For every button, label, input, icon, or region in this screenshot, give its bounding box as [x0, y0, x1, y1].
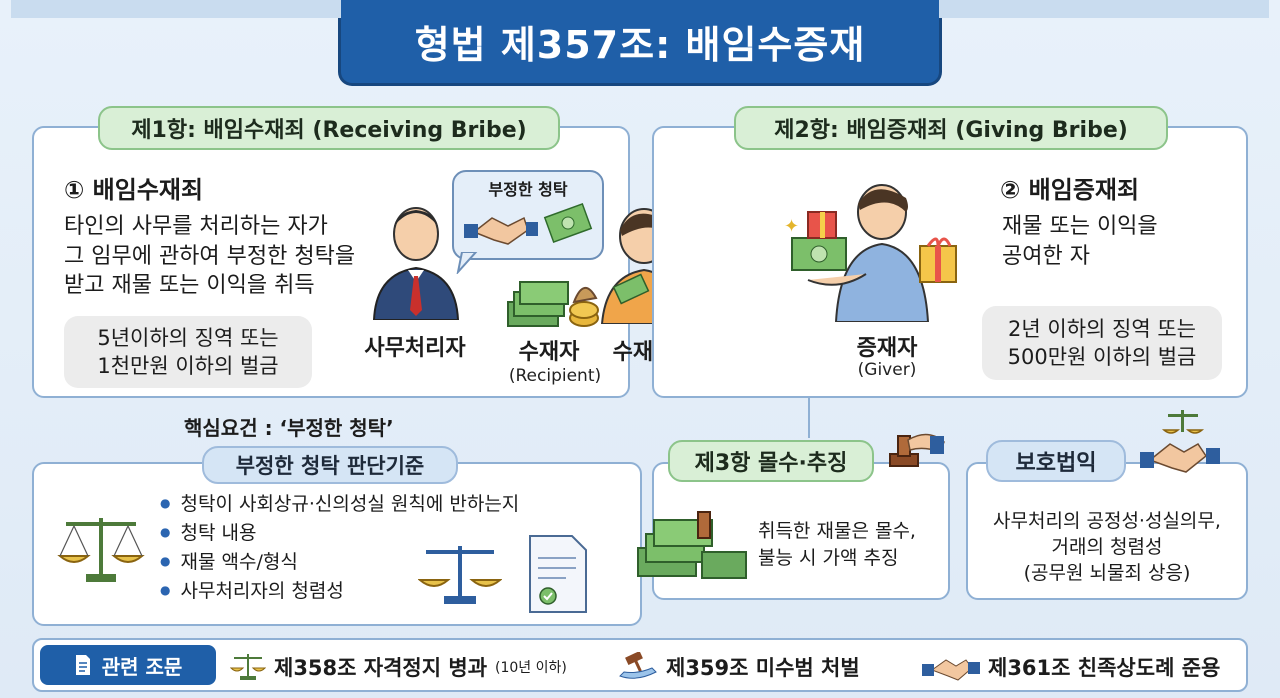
related-articles-bar: 관련 조문 제358조 자격정지 병과 (10년 이하) 제359조 미수범 처…: [32, 638, 1248, 692]
article-359-text: 제359조 미수범 처벌: [666, 656, 860, 680]
label-officer: 사무처리자: [364, 336, 466, 361]
money-stack-icon: [507, 281, 599, 327]
clause2-description: 재물 또는 이익을 공여한 자: [1002, 212, 1158, 271]
clause1-line: 그 임무에 관하여 부정한 청탁을: [64, 243, 356, 269]
criteria-item: 청탁 내용: [160, 519, 519, 548]
clause1-penalty-line: 1천만원 이하의 벌금: [97, 354, 279, 378]
document-icon: [529, 535, 587, 613]
bubble-text: 부정한 청탁: [488, 180, 568, 199]
clause2-line: 재물 또는 이익을: [1002, 214, 1158, 239]
clause2-heading: ② 배임증재죄: [1000, 176, 1140, 204]
article-361-text: 제361조 친족상도례 준용: [988, 656, 1221, 680]
clause1-penalty-line: 5년이하의 징역 또는: [97, 325, 279, 350]
scales-blue-icon: [418, 546, 502, 604]
criteria-list: 청탁이 사회상규·신의성실 원칙에 반하는지 청탁 내용 재물 액수/형식 사무…: [160, 490, 519, 606]
scales-icon: [57, 518, 145, 582]
handshake-scales-icon: [1140, 410, 1220, 473]
protected-header: 보호법익: [986, 440, 1126, 482]
label-recipient-left: 수재자: [518, 340, 580, 365]
clause3-line: 불능 시 가액 추징: [758, 546, 899, 569]
clause2-penalty: 2년 이하의 징역 또는 500만원 이하의 벌금: [982, 306, 1222, 380]
clause2-penalty-line: 500만원 이하의 벌금: [1007, 345, 1197, 369]
label-recipient-en: (Recipient): [508, 366, 602, 386]
clause3-line: 취득한 재물은 몰수,: [758, 520, 916, 542]
related-articles-text: 관련 조문: [101, 654, 183, 679]
clause1-line: 받고 재물 또는 이익을 취득: [64, 273, 315, 299]
title-banner: 형법 제357조: 배임수증재: [11, 0, 1269, 86]
related-article-361: 제361조 친족상도례 준용: [922, 652, 1220, 682]
protected-line: (공무원 뇌물죄 상응): [1023, 562, 1191, 585]
clause1-heading: ① 배임수재죄: [64, 176, 204, 204]
related-articles-label: 관련 조문: [40, 645, 216, 685]
criteria-header-text: 부정한 청탁 판단기준: [235, 454, 425, 478]
criteria-item: 청탁이 사회상규·신의성실 원칙에 반하는지: [160, 490, 519, 519]
clause1-header: 제1항: 배임수재죄 (Receiving Bribe): [98, 106, 560, 150]
clause3-description: 취득한 재물은 몰수, 불능 시 가액 추징: [758, 518, 916, 571]
handshake-small-icon: [922, 659, 980, 681]
protected-description: 사무처리의 공정성·성실의무, 거래의 청렴성 (공무원 뇌물죄 상응): [966, 508, 1248, 587]
page-title: 형법 제357조: 배임수증재: [414, 23, 866, 67]
label-giver: 증재자: [856, 336, 918, 361]
stamp-icon: [889, 433, 945, 467]
core-requirement: 핵심요건 : ‘부정한 청탁’: [184, 416, 394, 440]
clause3-header: 제3항 몰수·추징: [668, 440, 874, 482]
label-giver-en: (Giver): [857, 360, 917, 380]
bubble-tail: [456, 252, 478, 274]
clause2-line: 공여한 자: [1002, 243, 1090, 269]
scales-small-icon: [230, 654, 266, 680]
article-358-text: 제358조 자격정지 병과: [274, 656, 488, 680]
connector-line: [808, 398, 810, 438]
criteria-item: 재물 액수/형식: [160, 548, 519, 577]
clause2-header-text: 제2항: 배임증재죄 (Giving Bribe): [774, 118, 1128, 143]
svg-text:✦: ✦: [784, 216, 799, 237]
clause2-header: 제2항: 배임증재죄 (Giving Bribe): [734, 106, 1168, 150]
related-article-359: 제359조 미수범 처벌: [618, 652, 860, 682]
article-358-note: (10년 이하): [495, 660, 567, 676]
clause1-line: 타인의 사무를 처리하는 자가: [64, 214, 328, 239]
giver-figure-icon: ✦: [784, 184, 957, 322]
gavel-hand-icon: [619, 652, 657, 679]
protected-header-text: 보호법익: [1015, 451, 1097, 476]
protected-line: 거래의 청렴성: [1051, 536, 1163, 559]
criteria-item: 사무처리자의 청렴성: [160, 577, 519, 606]
handshake-money-icon: [464, 202, 593, 245]
protected-line: 사무처리의 공정성·성실의무,: [993, 510, 1221, 532]
criteria-header: 부정한 청탁 판단기준: [202, 446, 458, 484]
document-small-icon: [75, 655, 90, 675]
speech-bubble: 부정한 청탁: [452, 170, 604, 260]
clause3-header-text: 제3항 몰수·추징: [694, 451, 848, 476]
money-confiscate-icon: [637, 511, 747, 579]
officer-figure-icon: [372, 207, 460, 320]
clause1-penalty: 5년이하의 징역 또는 1천만원 이하의 벌금: [64, 316, 312, 388]
clause2-penalty-line: 2년 이하의 징역 또는: [1008, 316, 1196, 341]
related-article-358: 제358조 자격정지 병과 (10년 이하): [230, 652, 567, 682]
clause1-description: 타인의 사무를 처리하는 자가 그 임무에 관하여 부정한 청탁을 받고 재물 …: [64, 212, 355, 301]
clause1-header-text: 제1항: 배임수재죄 (Receiving Bribe): [131, 118, 527, 143]
